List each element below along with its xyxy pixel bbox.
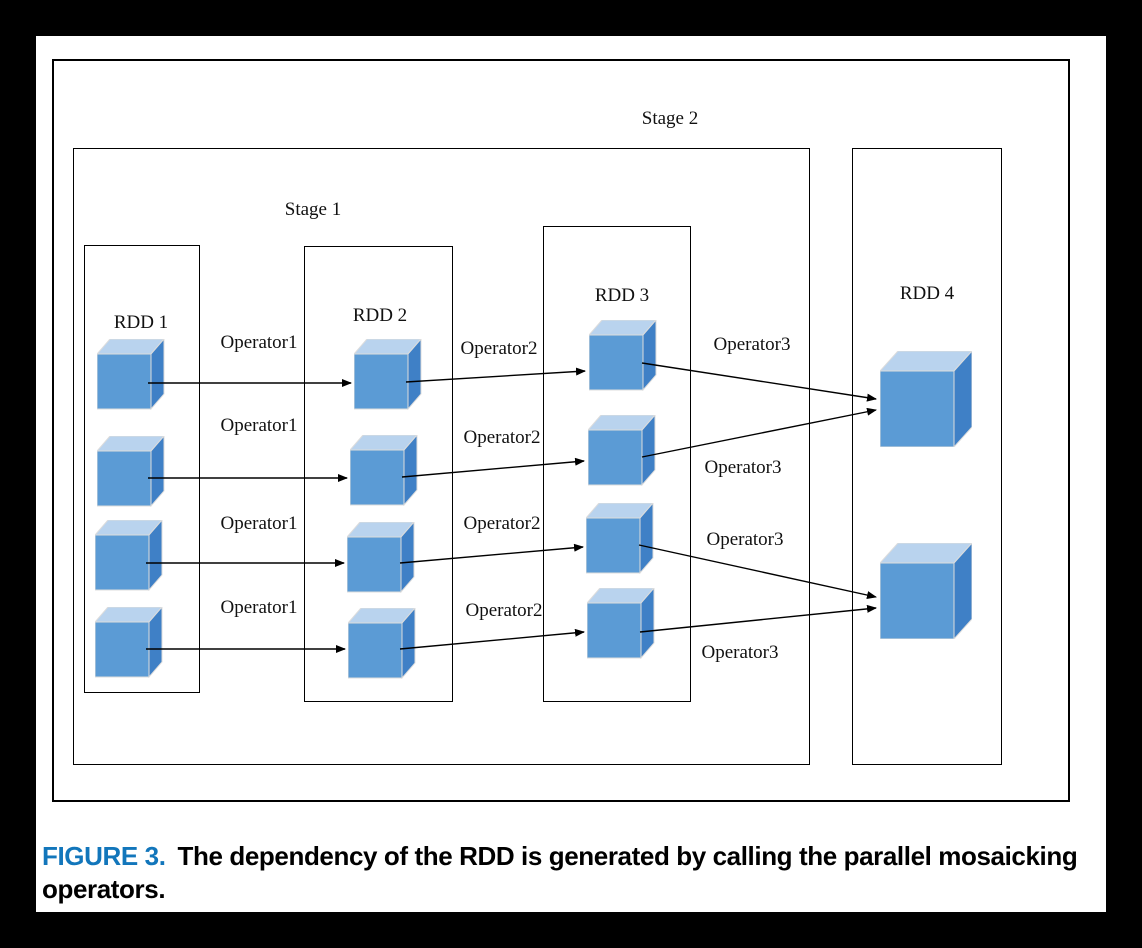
rdd2-partition-1-cube: [352, 337, 423, 415]
operator3-label-1: Operator3: [713, 334, 791, 355]
figure-caption-number: FIGURE 3.: [42, 841, 166, 871]
rdd4-partition-1-cube: [878, 349, 974, 452]
rdd1-label: RDD 1: [113, 312, 169, 333]
rdd2-partition-2-cube: [348, 433, 419, 511]
operator1-label-2: Operator1: [220, 415, 298, 436]
stage2-label: Stage 2: [641, 108, 699, 129]
rdd3-partition-4-cube: [585, 586, 656, 664]
rdd1-column-box: [84, 245, 200, 693]
rdd2-partition-3-cube: [345, 520, 416, 598]
operator3-label-4: Operator3: [701, 642, 779, 663]
operator2-label-3: Operator2: [463, 513, 541, 534]
operator3-label-3: Operator3: [706, 529, 784, 550]
rdd2-label: RDD 2: [352, 305, 408, 326]
rdd1-partition-2-cube: [95, 434, 166, 512]
operator3-label-2: Operator3: [704, 457, 782, 478]
rdd2-partition-4-cube: [346, 606, 417, 684]
rdd4-label: RDD 4: [899, 283, 955, 304]
operator1-label-1: Operator1: [220, 332, 298, 353]
rdd3-label: RDD 3: [594, 285, 650, 306]
operator2-label-1: Operator2: [460, 338, 538, 359]
rdd1-partition-1-cube: [95, 337, 166, 415]
operator2-label-2: Operator2: [463, 427, 541, 448]
figure-caption: FIGURE 3.The dependency of the RDD is ge…: [42, 840, 1088, 906]
operator2-label-4: Operator2: [465, 600, 543, 621]
figure-border-box: [52, 59, 1070, 802]
rdd1-partition-4-cube: [93, 605, 164, 683]
rdd3-partition-2-cube: [586, 413, 657, 491]
operator1-label-3: Operator1: [220, 513, 298, 534]
operator1-label-4: Operator1: [220, 597, 298, 618]
stage1-label: Stage 1: [284, 199, 342, 220]
rdd4-column-box: [852, 148, 1002, 765]
rdd3-partition-1-cube: [587, 318, 658, 396]
rdd1-partition-3-cube: [93, 518, 164, 596]
rdd3-partition-3-cube: [584, 501, 655, 579]
figure-caption-text: The dependency of the RDD is generated b…: [42, 841, 1078, 904]
rdd4-partition-2-cube: [878, 541, 974, 644]
